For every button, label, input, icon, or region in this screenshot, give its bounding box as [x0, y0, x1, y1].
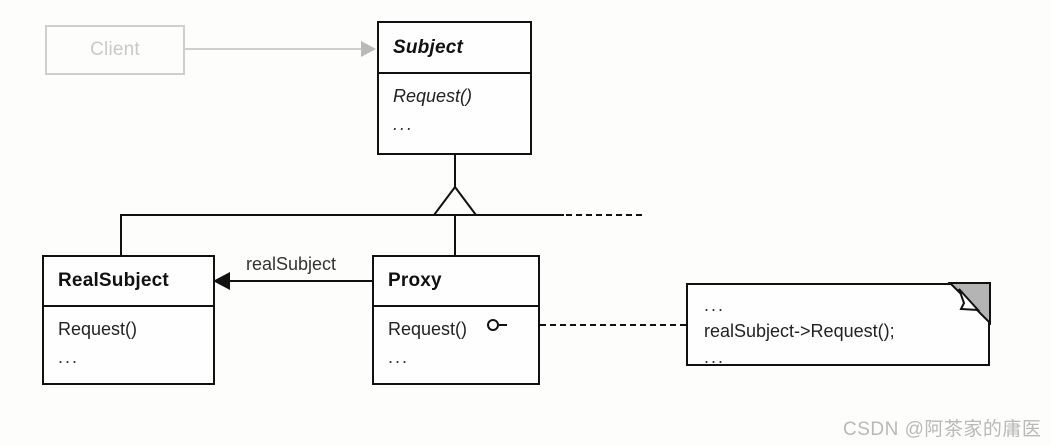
operation-realsubject-ellipsis: ...	[58, 346, 80, 367]
operations-realsubject: Request() ...	[44, 307, 213, 372]
operation-subject-ellipsis: ...	[393, 113, 415, 134]
operation-anchor-stub	[499, 324, 507, 326]
class-name-realsubject: RealSubject	[58, 270, 169, 291]
note-link-dashed-line	[540, 324, 686, 326]
note-line-3: ...	[704, 347, 726, 368]
class-name-subject: Subject	[393, 36, 464, 58]
operation-anchor-circle	[487, 319, 499, 331]
generalization-bar	[120, 214, 564, 216]
watermark-text: CSDN @阿茶家的庸医	[843, 419, 1042, 440]
association-line-client-subject	[185, 48, 361, 50]
compartment-divider-realsubject	[44, 305, 213, 307]
operation-proxy-ellipsis: ...	[388, 346, 410, 367]
note-line-2: realSubject->Request();	[704, 321, 895, 342]
note-line-1: ...	[704, 295, 726, 315]
generalization-stem-subject	[454, 155, 456, 205]
class-name-proxy: Proxy	[388, 270, 442, 291]
class-box-subject[interactable]: Subject Request() ...	[377, 21, 532, 155]
arrowhead-client-subject	[361, 41, 376, 57]
generalization-drop-proxy	[454, 214, 456, 257]
cursor-arrow-icon	[958, 288, 981, 312]
class-box-realsubject[interactable]: RealSubject Request() ...	[42, 255, 215, 385]
operation-subject-request: Request()	[393, 86, 473, 106]
inheritance-triangle	[432, 185, 478, 216]
note-content: ... realSubject->Request(); ...	[688, 285, 988, 370]
note-box-proxy-implementation[interactable]: ... realSubject->Request(); ...	[686, 282, 991, 367]
generalization-drop-realsubject	[120, 214, 122, 257]
operations-subject: Request() ...	[379, 74, 530, 139]
compartment-divider-proxy	[374, 305, 538, 307]
association-line-proxy-realsubject	[222, 280, 374, 282]
arrowhead-proxy-realsubject	[213, 272, 230, 290]
operation-realsubject-request: Request()	[58, 319, 138, 339]
operation-proxy-request: Request()	[388, 319, 468, 339]
class-box-proxy[interactable]: Proxy Request() ...	[372, 255, 540, 385]
compartment-divider-subject	[379, 72, 530, 74]
class-name-client: Client	[90, 39, 140, 60]
note-fold-corner-icon	[947, 282, 991, 326]
association-label-realsubject: realSubject	[246, 254, 337, 274]
generalization-bar-dashes	[566, 214, 642, 216]
class-box-client[interactable]: Client	[45, 25, 185, 75]
operations-proxy: Request() ...	[374, 307, 538, 372]
